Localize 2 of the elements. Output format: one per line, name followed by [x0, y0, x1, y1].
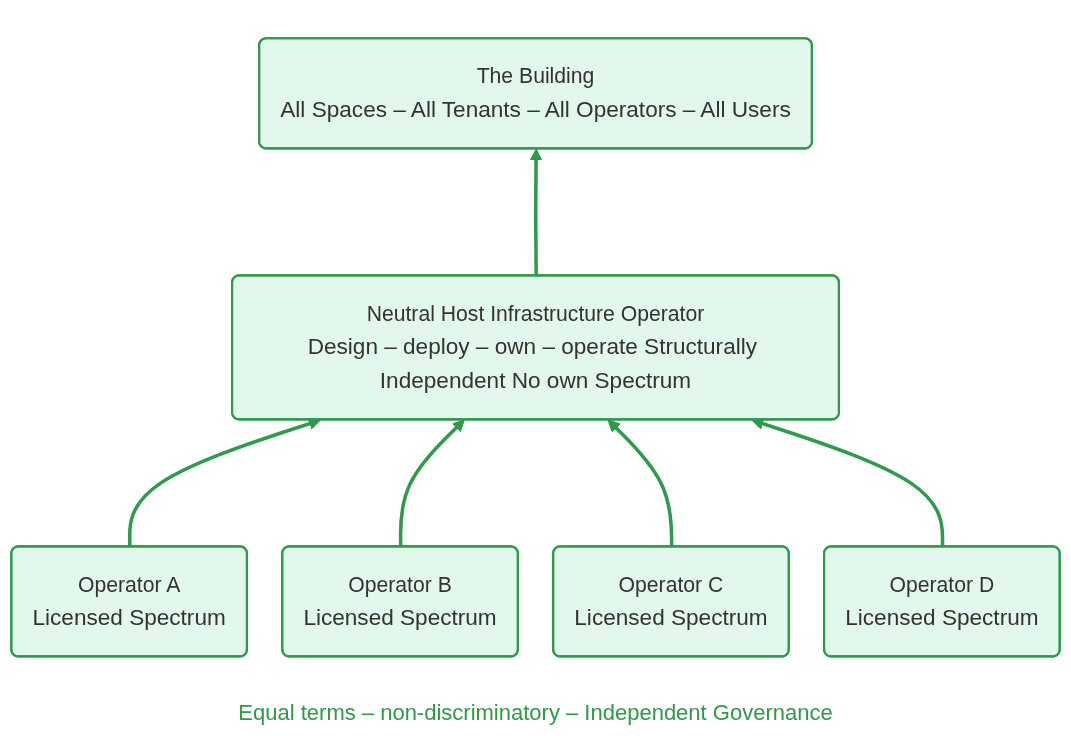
note-text: Equal terms – non-discriminatory – Independent Governance	[238, 700, 833, 726]
arrow	[529, 148, 543, 276]
